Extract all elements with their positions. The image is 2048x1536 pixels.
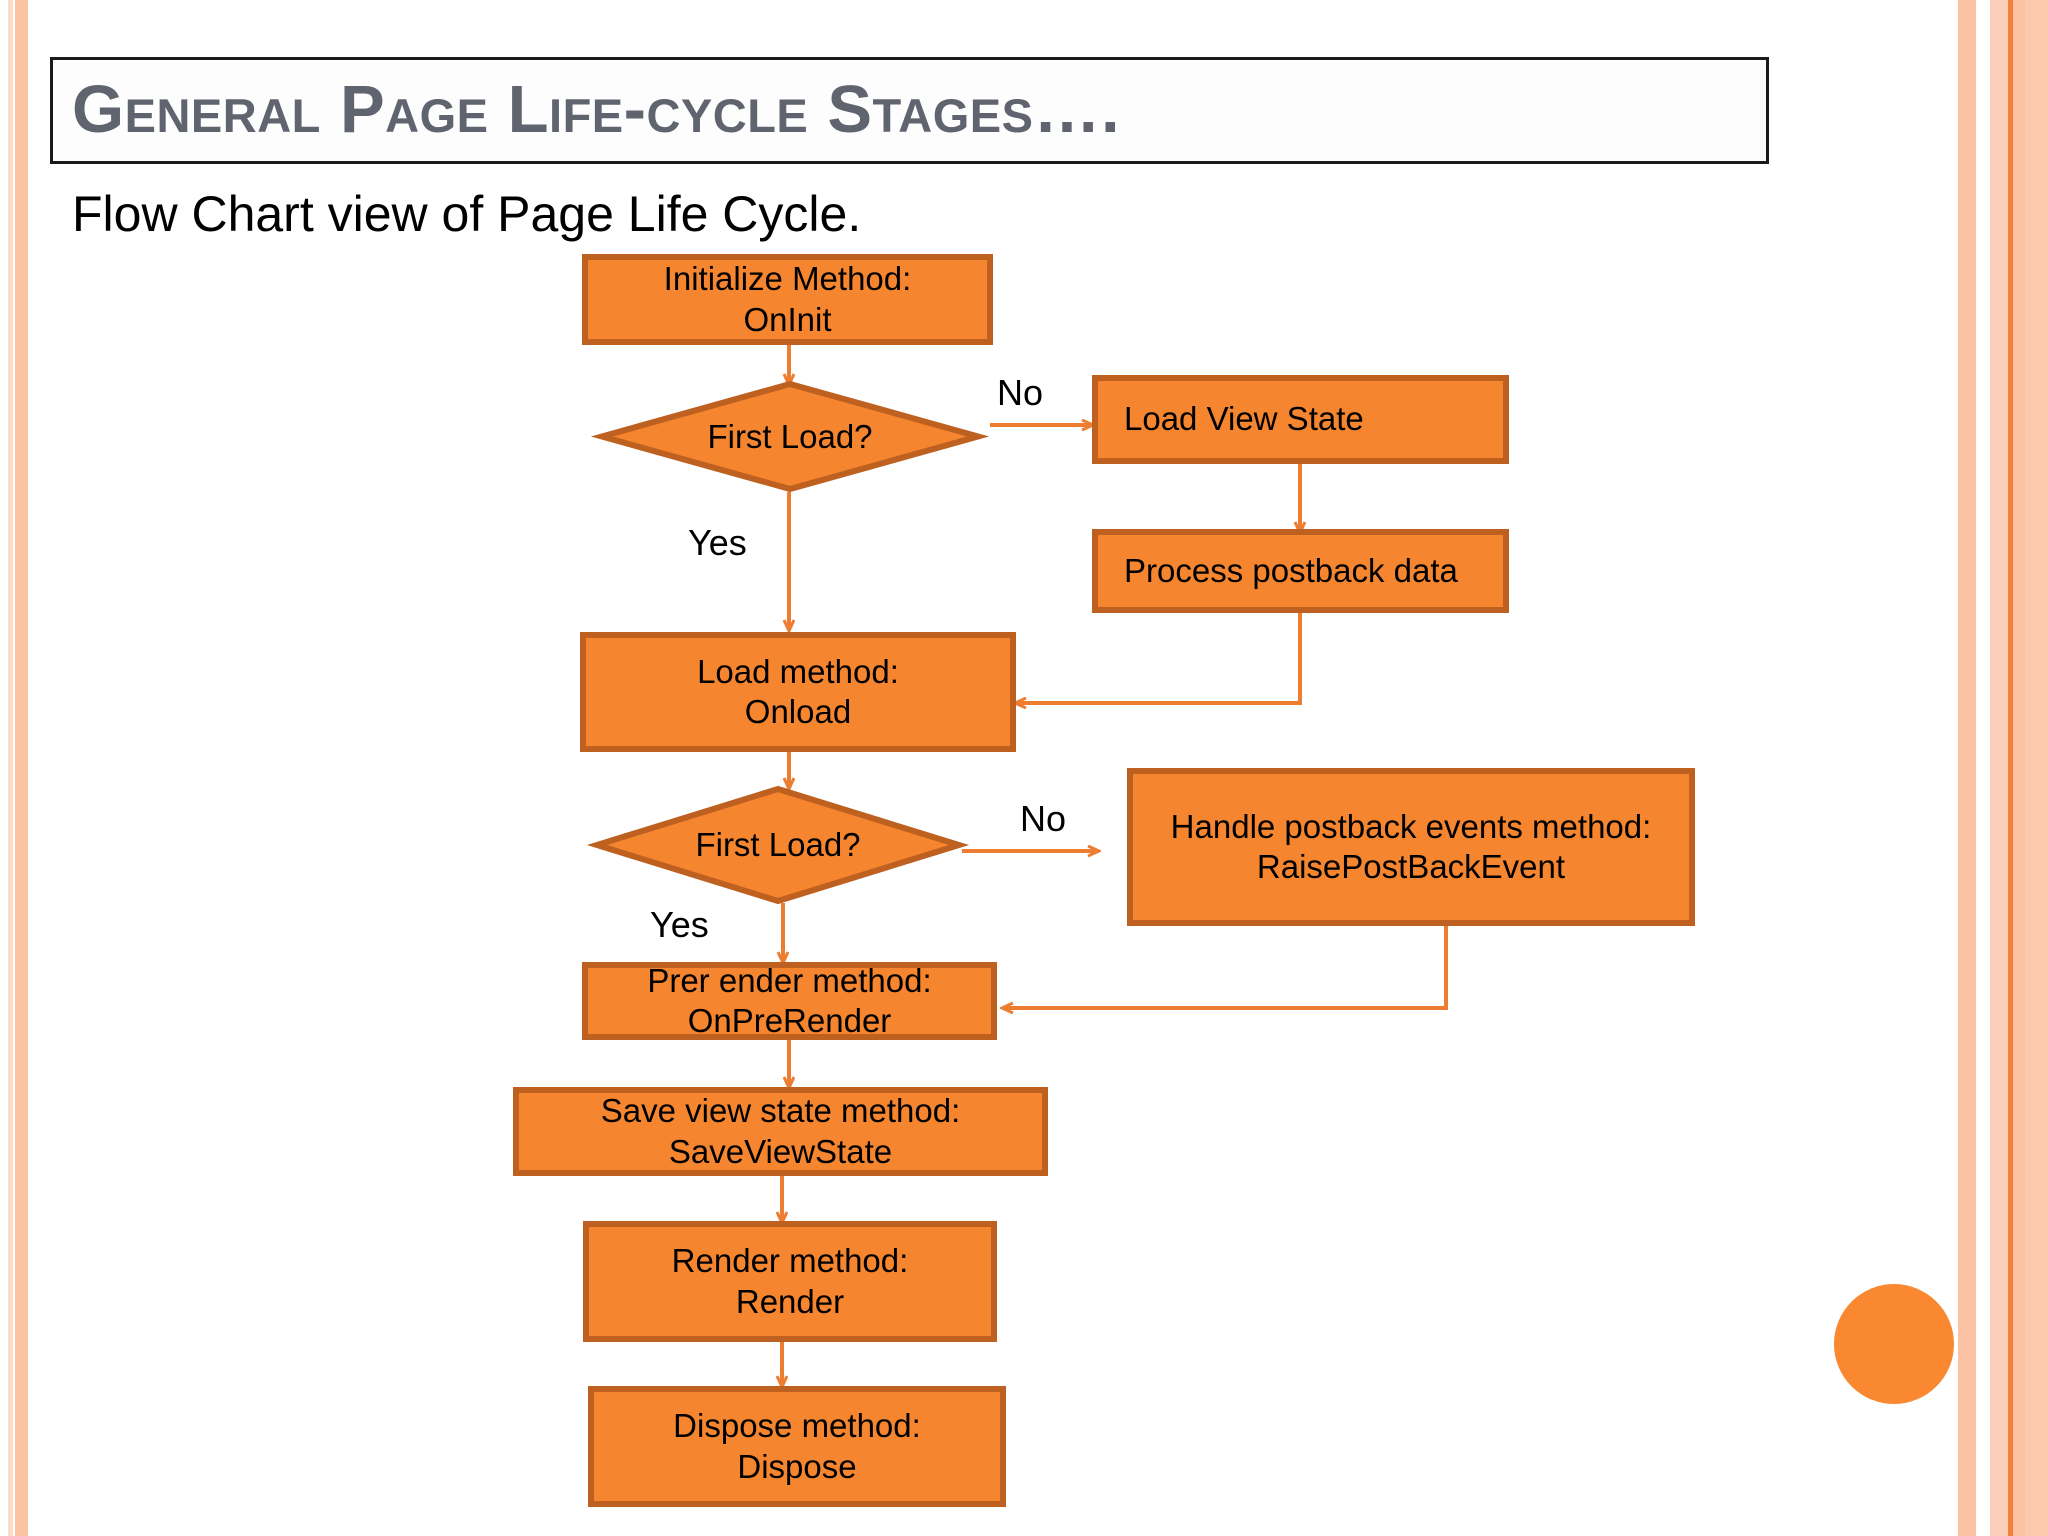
left-stripe-wide — [15, 0, 28, 1536]
node-first-load-2[interactable]: First Load? — [586, 785, 970, 905]
edge-label-no-2: No — [1020, 798, 1067, 839]
node-render-method[interactable]: Render method: Render — [583, 1221, 997, 1342]
node-first-load-2-label: First Load? — [695, 826, 861, 863]
right-stripe-accent — [2008, 0, 2013, 1536]
page-title: General Page Life-cycle Stages…. — [72, 72, 1121, 147]
edge-label-yes-2: Yes — [650, 904, 709, 945]
node-first-load-1[interactable]: First Load? — [590, 380, 990, 493]
page-subtitle: Flow Chart view of Page Life Cycle. — [72, 186, 862, 242]
node-save-view-state[interactable]: Save view state method: SaveViewState — [513, 1087, 1048, 1176]
node-dispose-method[interactable]: Dispose method: Dispose — [588, 1386, 1006, 1507]
edge-label-no-1: No — [997, 372, 1044, 413]
node-first-load-1-label: First Load? — [707, 417, 873, 455]
right-stripe-gap — [1976, 0, 1990, 1536]
right-stripe-6 — [2025, 0, 2048, 1536]
node-load-method[interactable]: Load method: Onload — [580, 632, 1016, 752]
left-stripe-thin — [8, 0, 13, 1536]
decorative-circle — [1834, 1284, 1954, 1404]
node-initialize[interactable]: Initialize Method: OnInit — [582, 254, 993, 345]
node-handle-postback-events[interactable]: Handle postback events method: RaisePost… — [1127, 768, 1695, 926]
edge-label-yes-1: Yes — [688, 522, 747, 563]
node-process-postback-data[interactable]: Process postback data — [1092, 529, 1509, 613]
title-frame — [50, 57, 1769, 164]
right-stripe-5 — [2013, 0, 2025, 1536]
node-prerender-method[interactable]: Prer ender method: OnPreRender — [582, 962, 997, 1040]
right-stripe-1 — [1958, 0, 1976, 1536]
node-load-view-state[interactable]: Load View State — [1092, 375, 1509, 464]
right-stripe-3 — [1990, 0, 2008, 1536]
